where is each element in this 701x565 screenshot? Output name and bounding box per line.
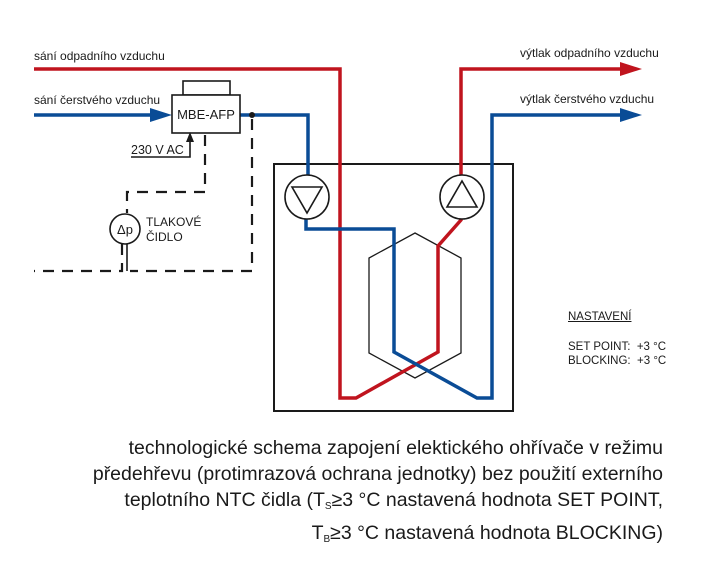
unit-housing — [273, 163, 514, 412]
caption-line-3b: ≥3 °C nastavená hodnota SET POINT, — [331, 489, 663, 511]
settings-panel: NASTAVENÍ SET POINT: +3 °C BLOCKING: +3 … — [568, 310, 666, 368]
sensor-label-line2: ČIDLO — [146, 229, 183, 244]
fresh-air-duct-a — [240, 113, 310, 176]
sensor-tap-dot — [249, 112, 255, 118]
power-label: 230 V AC — [131, 143, 184, 157]
heat-exchanger — [368, 232, 462, 379]
exhaust-intake-label: sání odpadního vzduchu — [34, 49, 165, 63]
caption-line-2: předehřevu (protimrazová ochrana jednotk… — [92, 463, 663, 485]
caption-sub-b: B — [323, 534, 331, 545]
blocking-value: +3 °C — [637, 355, 667, 367]
exhaust-fan-icon — [439, 174, 485, 220]
caption-line-4b: ≥3 °C nastavená hodnota BLOCKING) — [330, 522, 663, 544]
figure-caption: technologické schema zapojení elektickéh… — [23, 435, 663, 553]
power-arrow-icon — [186, 132, 194, 142]
fresh-intake-label: sání čerstvého vzduchu — [34, 93, 160, 107]
settings-title: NASTAVENÍ — [568, 311, 632, 323]
controller-top-module — [182, 80, 231, 96]
exhaust-outlet-arrow-icon — [620, 62, 642, 76]
set-point-label: SET POINT: — [568, 341, 631, 353]
fresh-outlet-arrow-icon — [620, 108, 642, 122]
caption-line-3a: teplotního NTC čidla (T — [124, 489, 325, 511]
pressure-sensor-symbol: Δp — [117, 222, 133, 237]
exhaust-outlet-duct — [459, 67, 625, 177]
power-line — [131, 140, 191, 158]
controller-label: MBE-AFP — [177, 107, 235, 122]
pressure-sensor-icon — [109, 213, 141, 245]
set-point-row: SET POINT: +3 °C — [568, 340, 666, 354]
supply-fan-icon — [284, 174, 330, 220]
caption-line-4a: T — [311, 522, 324, 544]
fresh-air-duct-b — [304, 113, 625, 400]
exhaust-outlet-label: výtlak odpadního vzduchu — [520, 46, 659, 60]
caption-line-3: teplotního NTC čidla (TS≥3 °C nastavená … — [23, 487, 663, 520]
exhaust-air-duct — [34, 67, 463, 400]
blocking-row: BLOCKING: +3 °C — [568, 354, 666, 368]
blocking-label: BLOCKING: — [568, 355, 631, 367]
caption-sub-s: S — [324, 501, 332, 512]
fresh-outlet-label: výtlak čerstvého vzduchu — [520, 92, 654, 106]
caption-line-4: TB≥3 °C nastavená hodnota BLOCKING) — [23, 520, 663, 553]
caption-line-1: technologické schema zapojení elektickéh… — [128, 437, 663, 459]
sensor-label-line1: TLAKOVÉ — [146, 214, 201, 229]
controller-box — [171, 94, 241, 134]
sensor-dashed-lines — [34, 119, 254, 273]
fresh-intake-arrow-icon — [150, 108, 172, 122]
set-point-value: +3 °C — [636, 341, 667, 353]
